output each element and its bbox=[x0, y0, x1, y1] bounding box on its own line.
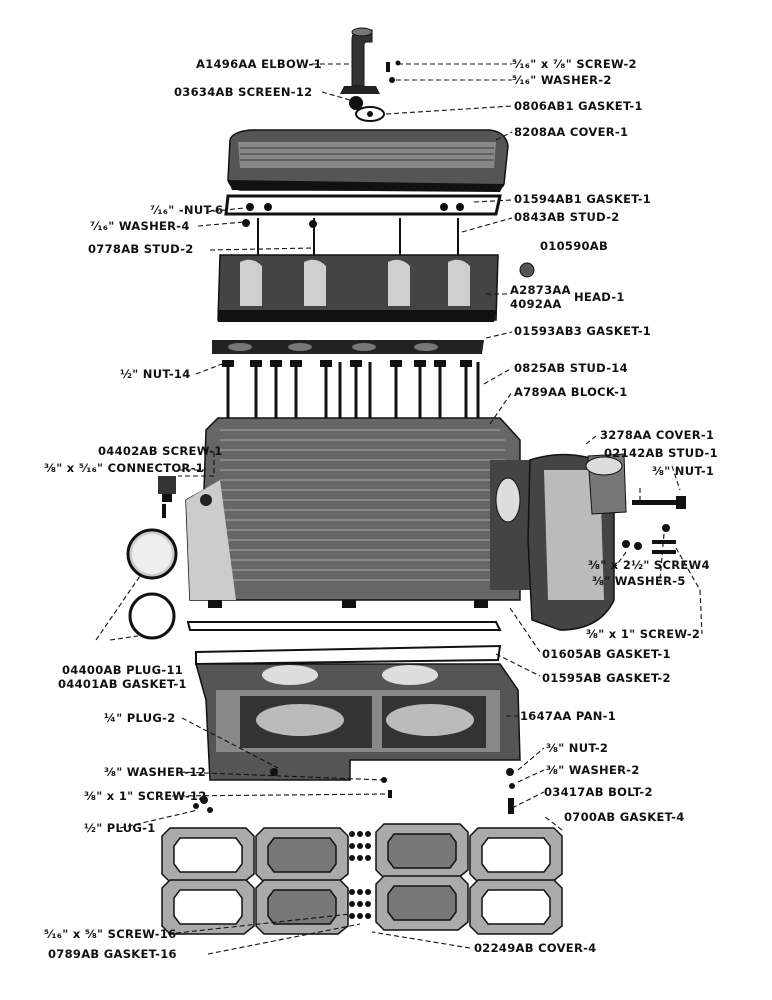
label-gasket-front: 01605AB GASKET-1 bbox=[542, 647, 671, 661]
label-washer2-top: ⁵⁄₁₆" WASHER-2 bbox=[512, 73, 612, 87]
valve-cover-part bbox=[227, 129, 509, 192]
label-screw12: ⅜" x 1" SCREW-12 bbox=[84, 789, 207, 803]
pan-hardware bbox=[193, 768, 515, 814]
label-bolt2: 03417AB BOLT-2 bbox=[544, 785, 653, 799]
screw-cluster-2 bbox=[349, 889, 371, 919]
label-washer2-right: ⅜" WASHER-2 bbox=[546, 763, 640, 777]
label-nut2: ⅜" NUT-2 bbox=[546, 741, 609, 755]
label-gasket16: 0789AB GASKET-16 bbox=[48, 947, 177, 961]
label-nut1: ⅜" NUT-1 bbox=[652, 464, 715, 478]
front-screws bbox=[622, 524, 676, 554]
label-nut6: ⁷⁄₁₆" -NUT-6 bbox=[150, 203, 224, 217]
label-head-name: HEAD-1 bbox=[574, 290, 625, 304]
engine-block-part bbox=[185, 417, 530, 608]
label-gasket-pan: 01595AB GASKET-2 bbox=[542, 671, 671, 685]
label-stud1: 02142AB STUD-1 bbox=[604, 446, 718, 460]
front-stud-part bbox=[632, 496, 686, 509]
cover-gasket-part bbox=[224, 194, 502, 216]
label-cover-top: 8208AA COVER-1 bbox=[514, 125, 629, 139]
label-screw2-top: ⁵⁄₁₆" x ⁷⁄₈" SCREW-2 bbox=[512, 57, 637, 71]
label-elbow: A1496AA ELBOW-1 bbox=[196, 57, 322, 71]
plug-010590-part bbox=[519, 262, 535, 278]
label-connector: ⅜" x ⁵⁄₁₆" CONNECTOR-1 bbox=[44, 461, 204, 475]
label-head-num2: 4092AA bbox=[510, 297, 562, 311]
label-washer12: ⅜" WASHER-12 bbox=[104, 765, 206, 779]
label-head-num1: A2873AA bbox=[510, 283, 571, 297]
label-plug-010590: 010590AB bbox=[540, 239, 609, 253]
block-studs bbox=[226, 362, 480, 422]
label-nut14: ½" NUT-14 bbox=[120, 367, 191, 381]
label-pan: 1647AA PAN-1 bbox=[520, 709, 617, 723]
elbow-part bbox=[340, 27, 380, 94]
label-screw2-right: ⅜" x 1" SCREW-2 bbox=[586, 627, 701, 641]
label-gasket4: 0700AB GASKET-4 bbox=[564, 810, 685, 824]
head-gasket-part bbox=[212, 340, 484, 354]
gasket-covers-row-2 bbox=[161, 875, 563, 935]
label-washer5: ⅜" WASHER-5 bbox=[592, 574, 686, 588]
label-gasket-plug: 04401AB GASKET-1 bbox=[58, 677, 187, 691]
label-block: A789AA BLOCK-1 bbox=[514, 385, 628, 399]
elbow-gasket-part bbox=[355, 106, 385, 122]
label-screw4: ⅜" x 2½" SCREW4 bbox=[588, 558, 710, 572]
gear-cover-part bbox=[527, 453, 627, 631]
label-screw16: ⁵⁄₁₆" x ⅝" SCREW-16 bbox=[44, 927, 177, 941]
label-stud14: 0825AB STUD-14 bbox=[514, 361, 628, 375]
label-screw1: 04402AB SCREW-1 bbox=[98, 444, 223, 458]
label-gasket-elbow: 0806AB1 GASKET-1 bbox=[514, 99, 643, 113]
screw-cluster-1 bbox=[349, 831, 371, 861]
label-plug2: ¼" PLUG-2 bbox=[104, 711, 176, 725]
plug-large-part bbox=[126, 528, 178, 580]
cylinder-head-part bbox=[217, 254, 499, 322]
screen-part bbox=[349, 96, 363, 110]
plug-gasket-part bbox=[128, 592, 176, 640]
leader-lines bbox=[95, 63, 703, 955]
oil-pan-part bbox=[195, 663, 521, 781]
label-plug1: ½" PLUG-1 bbox=[84, 821, 156, 835]
label-stud2-right: 0843AB STUD-2 bbox=[514, 210, 620, 224]
label-stud2-left: 0778AB STUD-2 bbox=[88, 242, 194, 256]
label-screen: 03634AB SCREEN-12 bbox=[174, 85, 313, 99]
block-nuts bbox=[222, 360, 472, 367]
label-washer4: ⁷⁄₁₆" WASHER-4 bbox=[90, 219, 190, 233]
gasket-covers-row bbox=[161, 823, 563, 883]
pan-gasket-part bbox=[186, 621, 502, 666]
label-cover-gear: 3278AA COVER-1 bbox=[600, 428, 715, 442]
label-gasket-cover: 01594AB1 GASKET-1 bbox=[514, 192, 652, 206]
label-gasket-head: 01593AB3 GASKET-1 bbox=[514, 324, 652, 338]
connector-part bbox=[158, 476, 176, 518]
label-cover4: 02249AB COVER-4 bbox=[474, 941, 597, 955]
label-plug11: 04400AB PLUG-11 bbox=[62, 663, 184, 677]
